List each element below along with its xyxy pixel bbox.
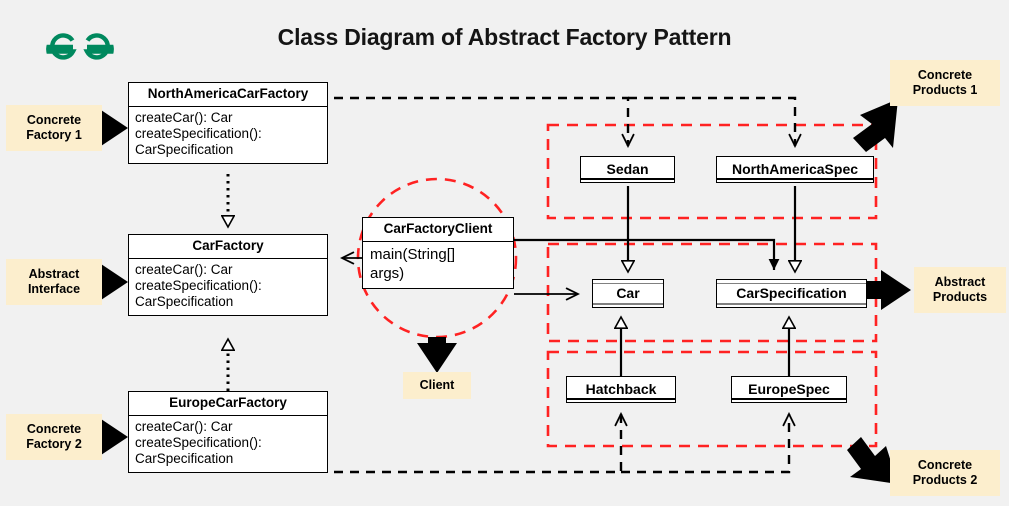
callout-concrete-products-2: Concrete Products 2 bbox=[890, 450, 1000, 496]
class-title: CarFactoryClient bbox=[383, 221, 493, 236]
method-item: createCar(): Car bbox=[135, 418, 233, 434]
class-north-america-spec[interactable]: NorthAmericaSpec bbox=[716, 156, 874, 184]
page-title: Class Diagram of Abstract Factory Patter… bbox=[277, 24, 732, 50]
method-item: createSpecification(): bbox=[135, 125, 262, 141]
callout-line-1: Abstract bbox=[934, 274, 986, 289]
callout-line-1: Concrete bbox=[26, 421, 82, 436]
callout-line-1: Concrete bbox=[917, 67, 973, 82]
pointer-abstract-products bbox=[866, 270, 911, 310]
edge-na-factory-to-naspec bbox=[628, 96, 795, 146]
callout-abstract-products: Abstract Products bbox=[914, 267, 1006, 313]
class-methods: createCar(): Car createSpecification(): … bbox=[129, 105, 327, 163]
method-item: main(String[] bbox=[370, 245, 456, 263]
pointer-client bbox=[417, 337, 457, 373]
class-car-specification[interactable]: CarSpecification bbox=[716, 279, 867, 309]
method-item: CarSpecification bbox=[135, 142, 234, 158]
class-north-america-car-factory[interactable]: NorthAmericaCarFactory createCar(): Car … bbox=[128, 82, 328, 164]
class-europe-car-factory[interactable]: EuropeCarFactory createCar(): Car create… bbox=[128, 391, 328, 473]
class-title: CarFactory bbox=[192, 238, 264, 253]
callout-concrete-factory-1: Concrete Factory 1 bbox=[6, 105, 102, 151]
class-sedan[interactable]: Sedan bbox=[580, 156, 675, 184]
class-car-factory[interactable]: CarFactory createCar(): Car createSpecif… bbox=[128, 234, 328, 316]
callout-concrete-factory-2: Concrete Factory 2 bbox=[6, 414, 102, 460]
callout-line-2: Factory 2 bbox=[26, 437, 82, 451]
method-item: args) bbox=[370, 264, 405, 282]
class-title: CarSpecification bbox=[736, 285, 847, 301]
callout-concrete-products-1: Concrete Products 1 bbox=[890, 60, 1000, 106]
callout-line-2: Products bbox=[932, 290, 988, 304]
class-title: Car bbox=[616, 285, 640, 301]
edge-na-factory-to-sedan bbox=[334, 96, 628, 146]
callout-line-1: Concrete bbox=[26, 112, 82, 127]
method-item: createSpecification(): bbox=[135, 434, 262, 450]
class-title: Sedan bbox=[606, 161, 649, 177]
edge-eu-factory-to-hatchback bbox=[334, 414, 621, 474]
class-title: NorthAmericaSpec bbox=[731, 161, 859, 177]
callout-client: Client bbox=[403, 372, 471, 399]
callout-line-1: Abstract bbox=[28, 266, 80, 281]
callout-abstract-interface: Abstract Interface bbox=[6, 259, 102, 305]
edge-client-to-carspecification bbox=[514, 238, 780, 270]
class-car[interactable]: Car bbox=[592, 279, 664, 309]
class-hatchback[interactable]: Hatchback bbox=[566, 376, 676, 404]
class-title: EuropeCarFactory bbox=[169, 395, 287, 410]
callout-line-2: Factory 1 bbox=[26, 128, 82, 142]
class-title: EuropeSpec bbox=[748, 381, 830, 397]
class-europe-spec[interactable]: EuropeSpec bbox=[731, 376, 847, 404]
callout-line-1: Concrete bbox=[917, 457, 973, 472]
callout-line-2: Interface bbox=[27, 282, 81, 296]
class-car-factory-client[interactable]: CarFactoryClient main(String[] args) bbox=[362, 217, 514, 289]
edge-eu-factory-to-europespec bbox=[621, 414, 789, 474]
callout-line-2: Products 1 bbox=[912, 83, 978, 97]
method-item: createCar(): Car bbox=[135, 261, 233, 277]
pointer-concrete-products-1 bbox=[853, 99, 898, 152]
method-item: createSpecification(): bbox=[135, 277, 262, 293]
class-methods: main(String[] args) bbox=[363, 240, 513, 288]
geeksforgeeks-logo bbox=[46, 33, 114, 60]
method-item: CarSpecification bbox=[135, 294, 234, 310]
method-item: createCar(): Car bbox=[135, 109, 233, 125]
callout-line-1: Client bbox=[419, 377, 455, 392]
class-title: Hatchback bbox=[585, 381, 657, 397]
class-methods: createCar(): Car createSpecification(): … bbox=[129, 257, 327, 315]
callout-line-2: Products 2 bbox=[912, 473, 978, 487]
class-title: NorthAmericaCarFactory bbox=[147, 86, 309, 101]
method-item: CarSpecification bbox=[135, 451, 234, 467]
class-methods: createCar(): Car createSpecification(): … bbox=[129, 414, 327, 472]
